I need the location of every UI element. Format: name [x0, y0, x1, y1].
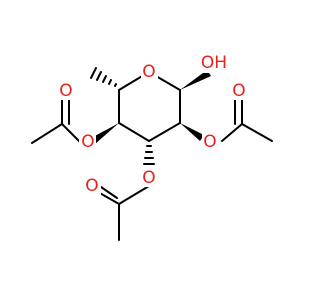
hydroxyl-hydrogen-label: H — [214, 53, 227, 73]
hashed-bond-c5-methyl — [90, 67, 117, 87]
ester-oxygen-c4-label: O — [81, 132, 94, 152]
acetate-group-c3 — [97, 185, 150, 241]
bond-c2-c3 — [148, 122, 181, 142]
wedge-bond-c4-oac — [91, 123, 119, 144]
hashed-bond-c3-oac — [142, 145, 156, 171]
wedge-bond-c1-oh — [180, 70, 211, 90]
hydroxyl-oxygen-label: O — [201, 53, 214, 73]
acetate-group-c2 — [221, 99, 273, 142]
carbonyl-oxygen-c2-label: O — [232, 81, 245, 101]
ester-oxygen-c2-label: O — [203, 132, 216, 152]
carbonyl-oxygen-c4-label: O — [59, 81, 72, 101]
acetate-group-c4 — [31, 99, 82, 144]
wedge-bond-c2-oac — [180, 123, 204, 141]
ester-oxygen-c3-label: O — [142, 168, 155, 188]
carbonyl-oxygen-c3-label: O — [85, 176, 98, 196]
bond-c3-c4 — [118, 122, 150, 142]
hydroxyl-label: OH — [201, 53, 227, 73]
molecule-structure: O OH O O O O O O — [31, 53, 273, 241]
ring-oxygen-label: O — [142, 62, 155, 82]
pyranose-ring — [118, 71, 181, 142]
